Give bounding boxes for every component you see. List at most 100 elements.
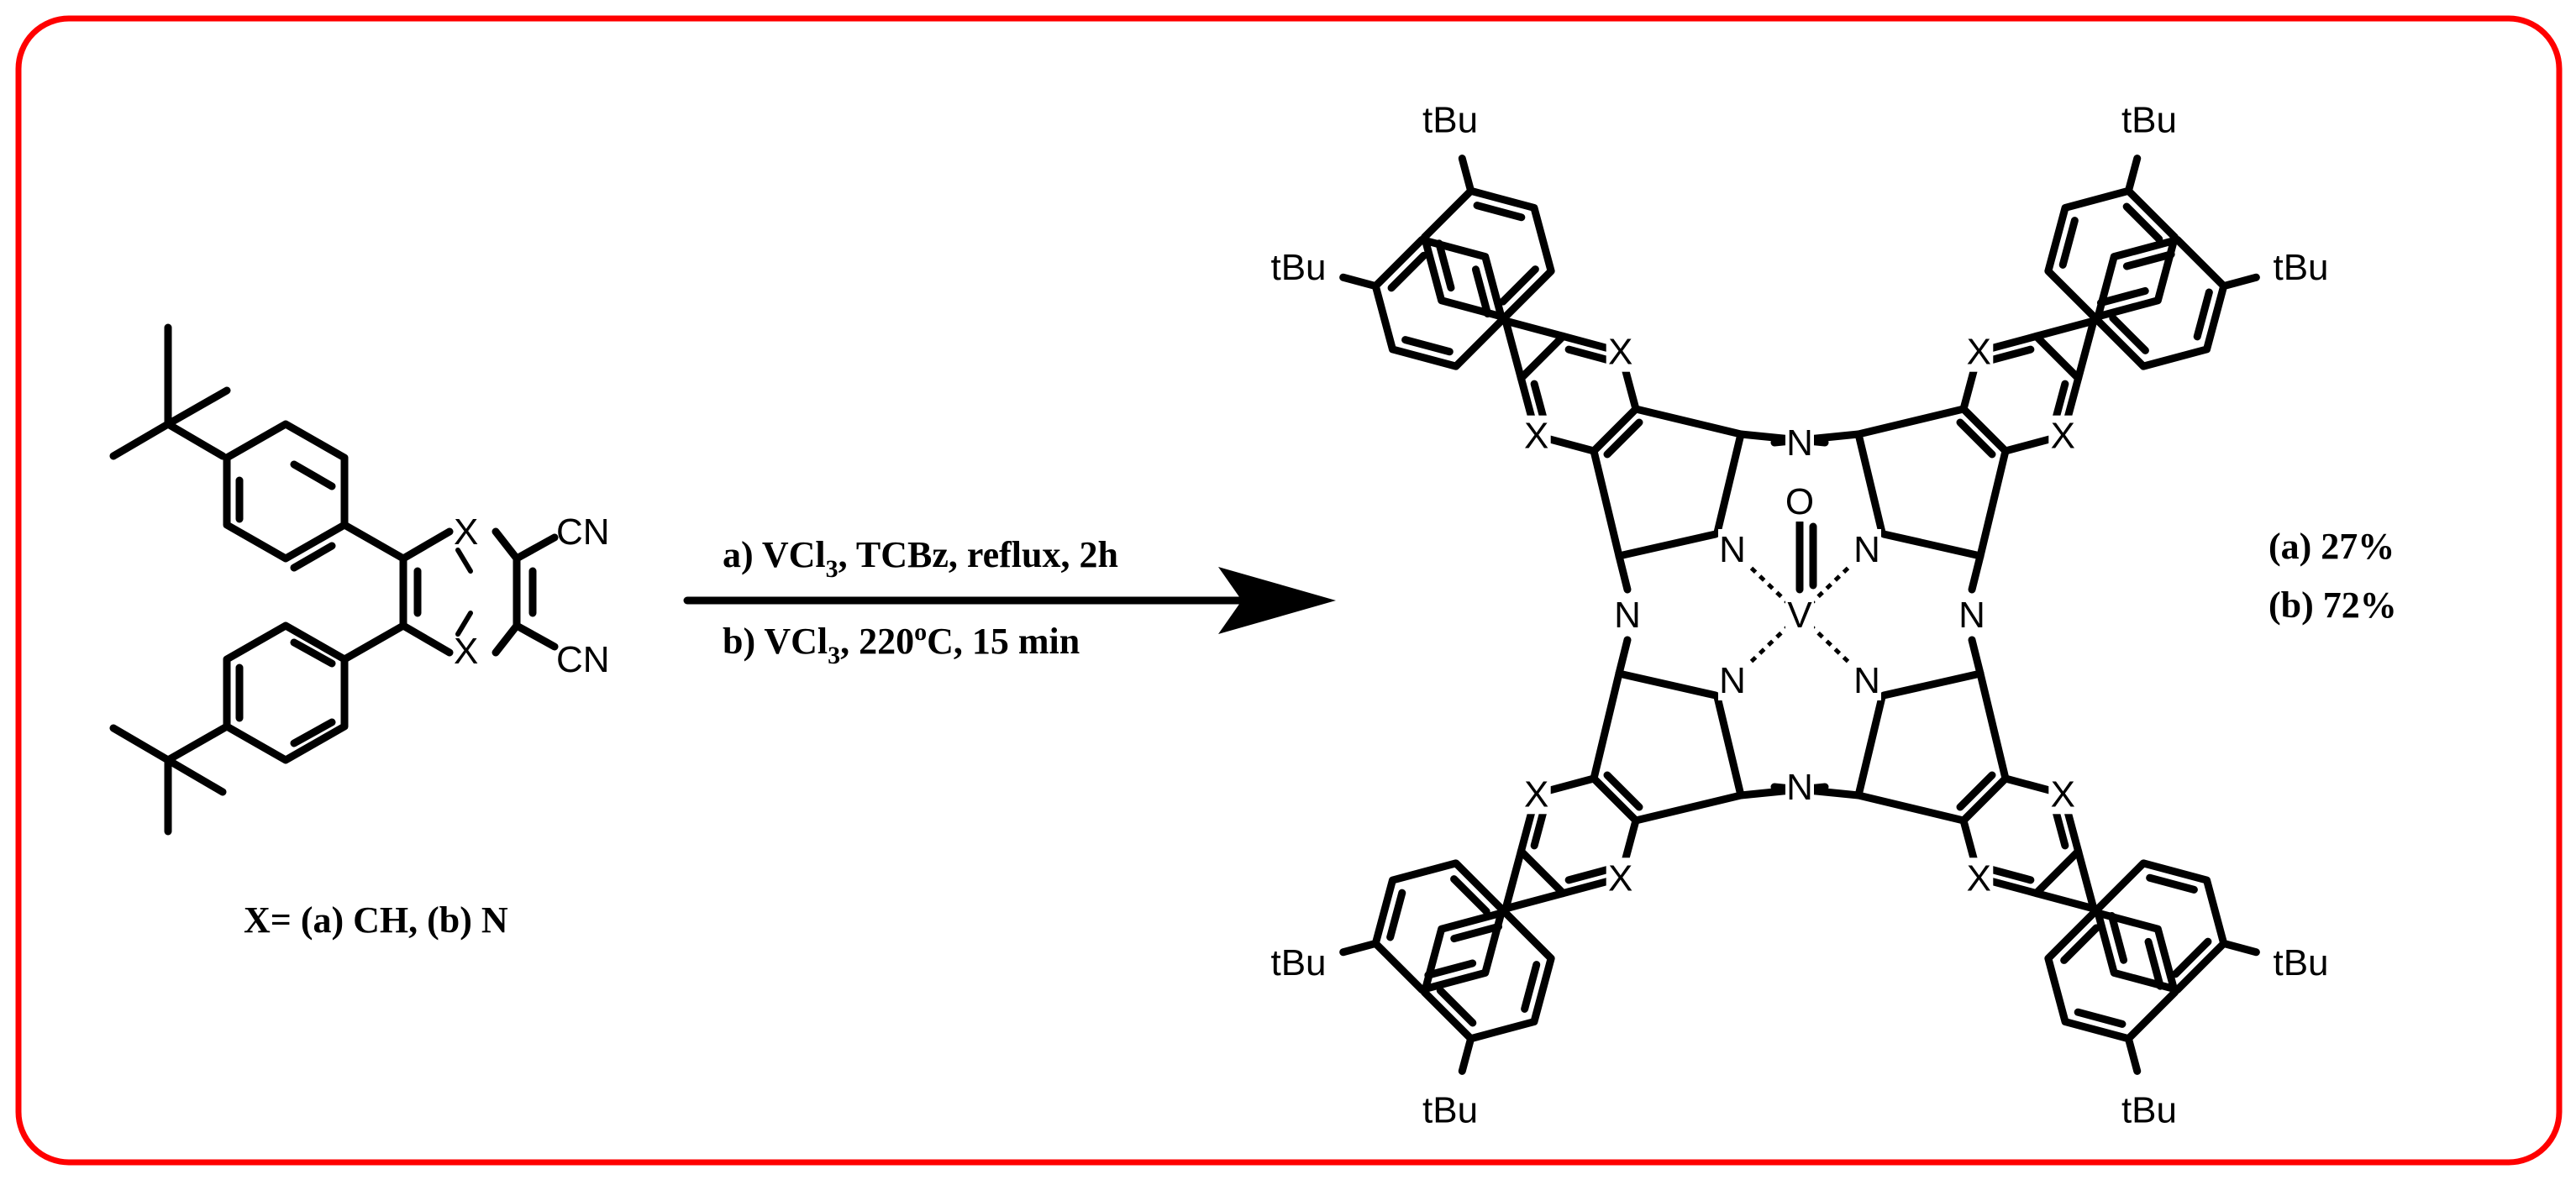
meso-bond xyxy=(1615,636,1632,678)
x-label: X xyxy=(1967,857,1991,899)
tbu-label: tBu xyxy=(2273,247,2328,288)
tbu-link xyxy=(2124,1035,2142,1075)
label-background xyxy=(1613,595,1642,635)
aromatic-bond xyxy=(1435,239,1455,292)
reactant-molecule xyxy=(109,323,559,836)
tbu-link xyxy=(2220,273,2260,291)
pyrrole-double-bond xyxy=(1603,418,1643,459)
reactant-x-bottom: X xyxy=(454,631,478,672)
tbu-link xyxy=(1458,1035,1475,1075)
label-background xyxy=(1522,773,1551,815)
aromatic-bond xyxy=(1564,865,1613,884)
pyrrole-bond xyxy=(1854,693,1886,800)
v-n-coordination xyxy=(1808,623,1852,665)
pyrrole-bond xyxy=(1854,791,1968,825)
meso-n-label: N xyxy=(1614,595,1641,636)
tbu-link xyxy=(1339,939,1380,957)
label-background xyxy=(1718,529,1747,569)
yield-b: (b) 72% xyxy=(2268,585,2397,626)
label-background xyxy=(1853,529,1881,569)
x-label: X xyxy=(2051,416,2075,457)
aryl-link xyxy=(1498,316,1567,340)
meso-bond xyxy=(1968,636,1985,678)
label-background xyxy=(1964,331,1994,372)
x-label: X xyxy=(1608,857,1632,899)
reactant-cn-top: CN xyxy=(556,511,610,553)
reaction-arrow-head xyxy=(1218,567,1336,634)
aromatic-bond xyxy=(2096,286,2149,307)
pyrrole-double-bond xyxy=(1603,771,1643,811)
tbu-label: tBu xyxy=(1422,99,1478,140)
v-n-coordination xyxy=(1808,564,1852,606)
pyrrole-bond xyxy=(1615,669,1720,700)
aromatic-bond xyxy=(1473,202,1526,222)
pyrrole-bond xyxy=(1879,669,1985,700)
label-background xyxy=(1718,660,1747,700)
tbu-label: tBu xyxy=(1270,247,1326,288)
label-background xyxy=(1785,767,1814,807)
label-background xyxy=(2048,773,2078,815)
label-background xyxy=(2048,415,2078,456)
reactant-x-top: X xyxy=(454,511,478,553)
yield-a: (a) 27% xyxy=(2268,526,2395,567)
x-label: X xyxy=(1608,332,1632,373)
pyrrole-n-label: N xyxy=(1719,660,1746,701)
aryl-link xyxy=(2032,316,2101,340)
pyrrole-double-bond xyxy=(1956,418,1996,459)
pyrrole-bond xyxy=(1590,447,1623,560)
tbu-label: tBu xyxy=(2273,942,2328,983)
label-background xyxy=(1958,595,1986,635)
aromatic-bond xyxy=(1386,889,1406,941)
aromatic-bond xyxy=(1436,986,1477,1027)
label-background xyxy=(1785,481,1814,522)
reactant-cn-bottom: CN xyxy=(556,639,610,680)
aryl-link xyxy=(2074,847,2099,916)
tbu-label: tBu xyxy=(2121,99,2177,140)
tbu-label: tBu xyxy=(2121,1090,2177,1131)
meso-bond xyxy=(1968,552,1985,594)
pyrrole-bond xyxy=(1854,430,1886,537)
label-background xyxy=(1853,660,1881,700)
label-background xyxy=(1262,246,1335,287)
label-background xyxy=(1606,331,1635,372)
oxo-label: O xyxy=(1785,481,1814,522)
pyrrole-n-label: N xyxy=(1719,529,1746,570)
meso-n-label: N xyxy=(1786,767,1813,808)
pyrrole-bond xyxy=(1713,430,1745,537)
aromatic-bond xyxy=(1450,875,1490,915)
aryl-link xyxy=(1501,313,1525,382)
tbu-label: tBu xyxy=(1422,1090,1478,1131)
aromatic-bond xyxy=(2107,911,2128,964)
tbu-link xyxy=(2220,939,2260,957)
aromatic-bond xyxy=(2144,937,2164,990)
aryl-link xyxy=(1501,847,1525,916)
meso-bond xyxy=(1615,552,1632,594)
aromatic-bond xyxy=(1986,345,2035,364)
meso-n-label: N xyxy=(1786,422,1813,464)
label-background xyxy=(2112,99,2185,140)
aromatic-bond xyxy=(1401,336,1454,356)
aromatic-bond xyxy=(1986,865,2035,884)
v-n-coordination xyxy=(1748,564,1791,606)
aromatic-bond xyxy=(2193,288,2213,341)
meso-n-label: N xyxy=(1958,595,1985,636)
pyrrole-double-bond xyxy=(1956,771,1996,811)
label-background xyxy=(2264,942,2337,983)
aromatic-bond xyxy=(2058,217,2079,269)
x-label: X xyxy=(1524,773,1548,815)
pyrrole-bond xyxy=(1713,693,1745,800)
pyrrole-bond xyxy=(1854,405,1968,438)
pyrrole-bond xyxy=(1879,530,1985,560)
label-background xyxy=(1414,1089,1487,1130)
label-background xyxy=(1414,99,1487,140)
label-background xyxy=(1606,857,1635,899)
pyrrole-bond xyxy=(1615,530,1720,560)
tbu-link xyxy=(2124,155,2142,195)
aromatic-bond xyxy=(2074,1008,2127,1028)
aromatic-bond xyxy=(2171,937,2212,978)
scheme-border xyxy=(15,15,2563,1166)
label-background xyxy=(2112,1089,2185,1130)
aromatic-bond xyxy=(1471,265,1492,318)
x-label: X xyxy=(1967,332,1991,373)
